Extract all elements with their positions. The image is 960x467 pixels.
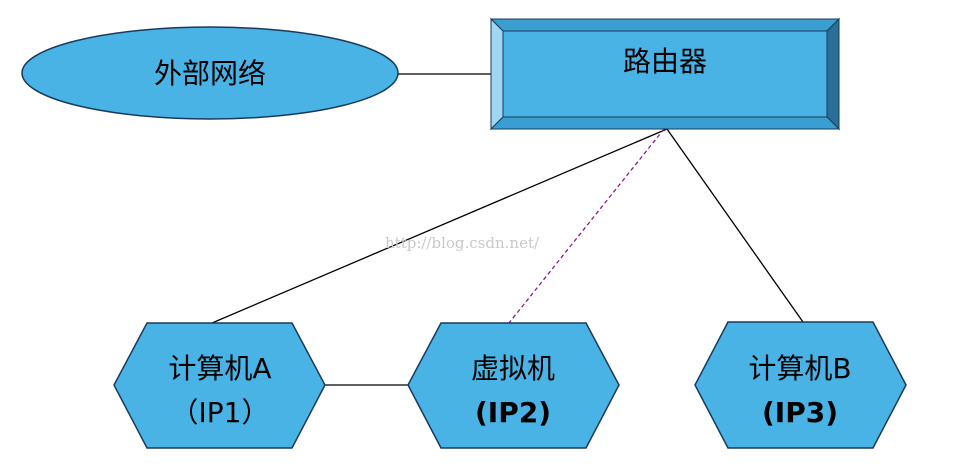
virtual-machine-label-line1: 虚拟机 xyxy=(471,352,555,385)
router-label: 路由器 xyxy=(623,45,707,78)
router-bevel-left xyxy=(490,17,504,131)
computer-b-node: 计算机B (IP3) xyxy=(694,321,907,449)
external-network-shape xyxy=(21,26,399,120)
virtual-machine-shape xyxy=(407,322,620,449)
watermark-text: http://blog.csdn.net/ xyxy=(385,234,540,252)
computer-a-label-line2: （IP1） xyxy=(171,396,270,429)
virtual-machine-label-line2: (IP2) xyxy=(475,396,551,429)
router-face xyxy=(502,30,828,118)
link-router-computer-b xyxy=(666,128,804,323)
external-network-node: 外部网络 xyxy=(21,26,399,120)
computer-a-node: 计算机A （IP1） xyxy=(113,322,326,449)
router-bevel-top xyxy=(489,18,841,32)
link-router-virtual-machine xyxy=(508,128,665,324)
link-router-computer-a xyxy=(211,128,668,324)
router-node: 路由器 xyxy=(489,17,841,131)
router-bevel-bottom xyxy=(489,116,841,130)
computer-a-label-line1: 计算机A xyxy=(168,352,271,385)
virtual-machine-node: 虚拟机 (IP2) xyxy=(407,322,620,449)
external-network-label: 外部网络 xyxy=(154,57,266,90)
router-bevel-right xyxy=(826,17,840,131)
computer-b-label-line2: (IP3) xyxy=(762,396,838,429)
computer-b-label-line1: 计算机B xyxy=(748,352,851,385)
computer-a-shape xyxy=(113,322,326,449)
computer-b-shape xyxy=(694,321,907,449)
